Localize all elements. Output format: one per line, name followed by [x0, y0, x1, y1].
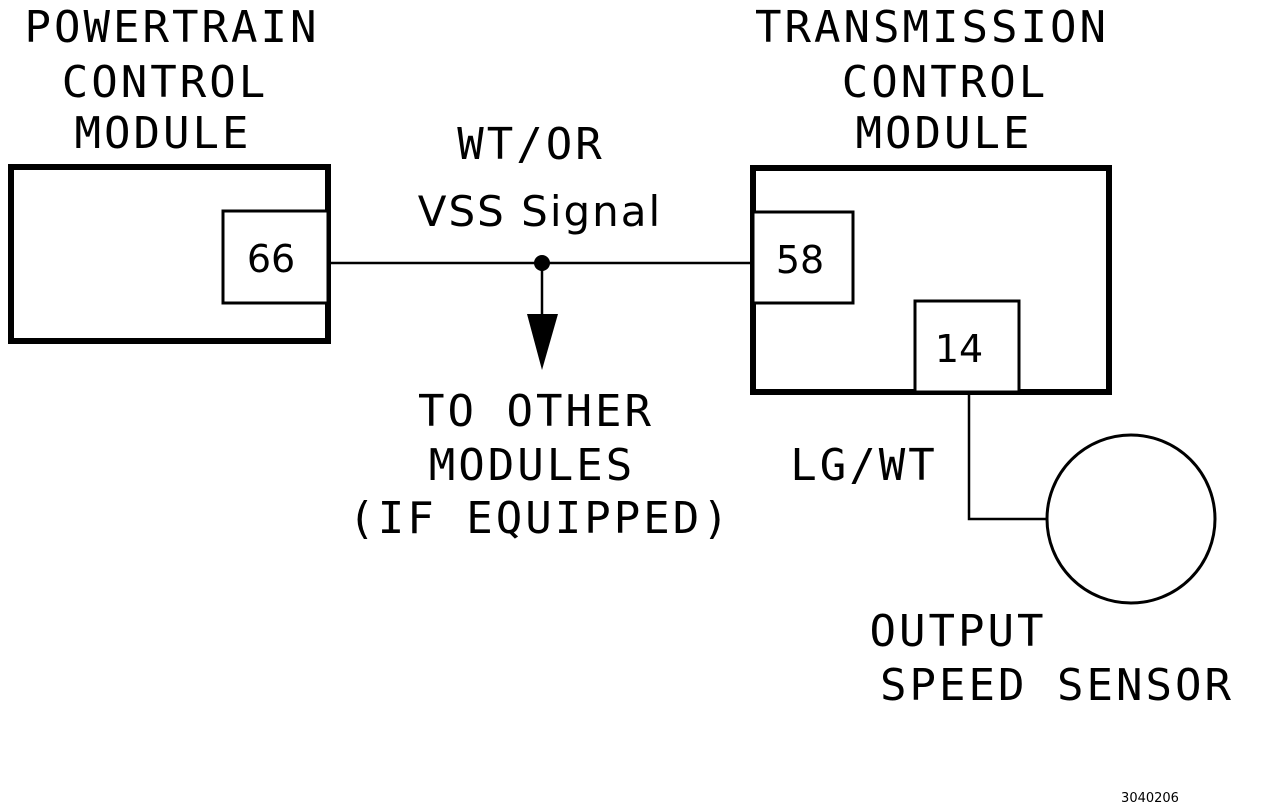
sensor-wire: [967, 392, 1048, 521]
sensor-wire-color-code: LG/WT: [790, 440, 937, 491]
figure-id: 3040206: [1121, 791, 1179, 806]
tcm-pin-58-label: 58: [776, 238, 824, 282]
pcm-title-line-2: CONTROL: [62, 57, 268, 108]
tcm-pin-14-box: [913, 299, 1021, 394]
signal-wire-name: VSS Signal: [418, 187, 662, 236]
sensor-label-line-2: SPEED SENSOR: [880, 660, 1234, 711]
branch-label-line-3: (IF EQUIPPED): [348, 493, 731, 544]
output-speed-sensor-symbol: [1045, 433, 1217, 605]
branch-label-line-1: TO OTHER: [418, 386, 654, 437]
tcm-pin-58-box: [751, 210, 855, 305]
branch-arrow-icon: [527, 314, 558, 370]
tcm-title-line-3: MODULE: [856, 108, 1033, 159]
tcm-title-line-1: TRANSMISSION: [755, 2, 1109, 53]
branch-label-line-2: MODULES: [429, 440, 635, 491]
tcm-pin-14-label: 14: [935, 327, 983, 371]
tcm-title-line-2: CONTROL: [842, 57, 1048, 108]
signal-wire-color-code: WT/OR: [457, 119, 604, 170]
sensor-label-line-1: OUTPUT: [870, 606, 1047, 657]
pcm-title-line-3: MODULE: [75, 108, 252, 159]
pcm-pin-66-label: 66: [247, 237, 295, 281]
pcm-title-line-1: POWERTRAIN: [25, 2, 320, 53]
pcm-pin-66-box: [221, 209, 330, 305]
